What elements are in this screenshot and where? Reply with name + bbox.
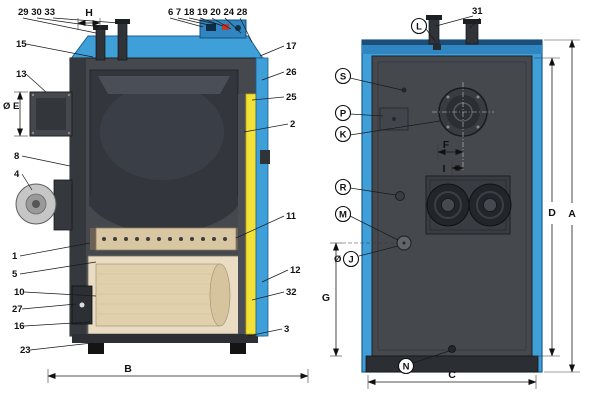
dimension-I: I (443, 160, 464, 176)
callout-2: 2 (290, 119, 295, 130)
fan-assembly (425, 175, 512, 235)
callout-4: 4 (14, 169, 20, 180)
callout-group-top-center: 6 7 18 19 20 24 28 (168, 7, 247, 18)
base-plate (72, 334, 258, 343)
badge-K: K (334, 125, 352, 143)
rear-top-edge (362, 40, 542, 45)
top-sensor-fitting (433, 44, 441, 50)
callout-8: 8 (14, 151, 19, 162)
badge-M-label: M (339, 210, 347, 221)
dimension-I-label: I (443, 163, 446, 175)
badge-P: P (334, 104, 352, 122)
combustion-chamber (89, 69, 239, 233)
port-r (395, 191, 405, 201)
callout-26: 26 (286, 67, 297, 78)
dimension-G: G (322, 242, 395, 357)
dimension-E-label: Ø E (3, 101, 19, 112)
badge-R: R (334, 178, 352, 196)
flue-collar (432, 82, 494, 172)
callout-16: 16 (14, 321, 25, 332)
secondary-air-holes (102, 237, 227, 241)
badge-N-label: N (403, 362, 410, 373)
right-view-rear: L 31 S P K R M Ø J N (322, 6, 580, 389)
dimension-D-label: D (548, 207, 556, 219)
callout-5: 5 (12, 269, 18, 280)
port-j (396, 235, 412, 251)
dimension-A-label: A (568, 208, 576, 220)
callout-32: 32 (286, 287, 297, 298)
drain-plug (448, 345, 456, 353)
front-door-panel (238, 94, 246, 334)
rear-top-pipes (426, 15, 481, 50)
badge-L: L (410, 17, 428, 35)
callout-13: 13 (16, 69, 27, 80)
flue-outlet-box (29, 91, 73, 137)
foot-right (230, 343, 246, 354)
control-panel (199, 19, 247, 39)
dimension-F-label: F (443, 139, 450, 151)
callout-25: 25 (286, 92, 297, 103)
callout-17: 17 (286, 41, 297, 52)
dimension-B-label: B (124, 363, 132, 375)
ash-chamber-shading (98, 273, 218, 315)
badge-N: N (397, 357, 415, 375)
right-view-leader-lines (349, 15, 481, 364)
badge-J-label: J (348, 255, 353, 266)
callout-15: 15 (16, 39, 27, 50)
fan-left (426, 183, 470, 227)
firebrick-grate (90, 227, 242, 251)
dimension-H-label: H (85, 7, 93, 19)
ash-door (71, 285, 93, 325)
badge-L-label: L (416, 22, 422, 33)
badge-M: M (334, 205, 352, 223)
panel-knob (235, 25, 241, 31)
door-handle (260, 150, 270, 164)
junction-box-dot (392, 117, 396, 121)
dimension-J-prefix: Ø (334, 254, 341, 265)
callout-12: 12 (290, 265, 301, 276)
blower-fan (15, 179, 73, 231)
dimension-G-label: G (322, 292, 330, 304)
callout-1: 1 (12, 251, 18, 262)
right-casing-blue (255, 57, 269, 337)
dimension-B: B (47, 363, 309, 383)
foot-left (88, 343, 104, 354)
ash-chamber (87, 255, 241, 335)
dimension-C-label: C (448, 369, 456, 381)
badge-S-label: S (340, 72, 346, 83)
callout-10: 10 (14, 287, 25, 298)
top-pipes (93, 19, 130, 61)
dimension-D: D (534, 57, 560, 357)
callout-3: 3 (284, 324, 289, 335)
dimension-A: A (544, 39, 580, 373)
callout-group-29-30-33: 29 30 33 (18, 7, 55, 18)
badge-S: S (334, 67, 352, 85)
callout-11: 11 (286, 211, 297, 222)
badge-J: Ø J (334, 250, 360, 268)
callout-23: 23 (20, 345, 31, 356)
panel-red-button (222, 24, 229, 30)
dimension-F: F (437, 139, 464, 160)
badge-R-label: R (340, 183, 347, 194)
dimension-H: H (77, 7, 101, 30)
panel-display (206, 24, 216, 31)
fan-right (468, 183, 512, 227)
left-view-section: 29 30 33 6 7 18 19 20 24 28 15 13 8 4 1 … (3, 7, 309, 383)
badge-K-label: K (340, 130, 347, 141)
callout-31: 31 (472, 6, 483, 17)
sensor-dot (401, 87, 407, 93)
dimension-C: C (367, 369, 537, 389)
left-water-jacket (70, 58, 86, 336)
callout-27: 27 (12, 304, 23, 315)
dimension-E: Ø E (3, 91, 28, 137)
badge-P-label: P (340, 109, 347, 120)
